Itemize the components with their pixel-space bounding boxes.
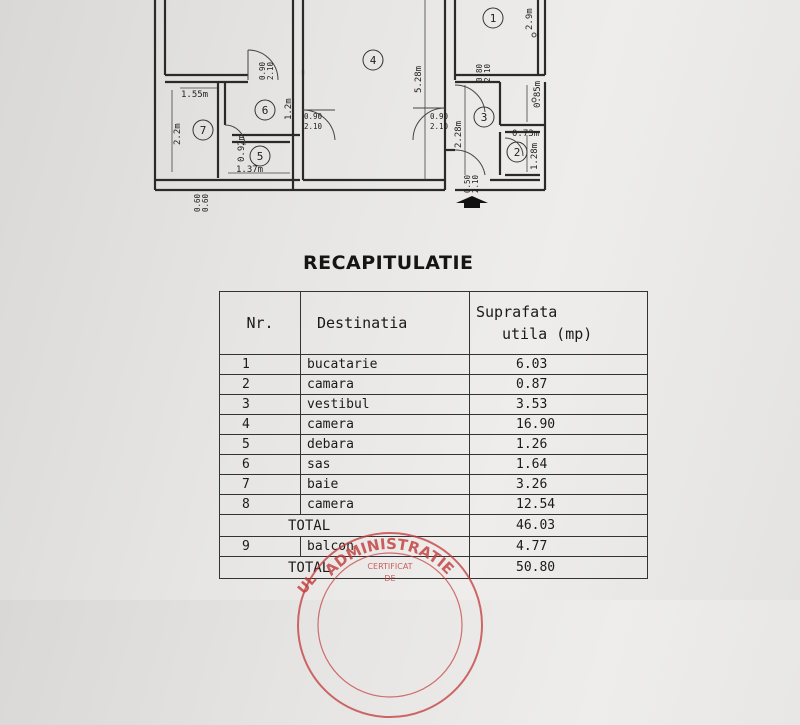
dim-2-28: 2.28m [454, 121, 464, 148]
cell-nr: 7 [219, 474, 301, 495]
cell-suprafata: 6.03 [469, 354, 648, 375]
summary-table: Nr. Destinatia Suprafata utila (mp) 1 bu… [219, 291, 648, 579]
room-circle-3 [473, 106, 495, 128]
room-circle-1 [482, 7, 504, 29]
total-label: TOTAL [219, 514, 470, 537]
grand-total-label: TOTAL [219, 556, 470, 579]
floor-plan-drawing: 1 4 6 7 5 3 2 2.9m 5.28m 1.55m 1.2m 2.2m… [153, 0, 547, 212]
cell-suprafata: 12.54 [469, 494, 648, 515]
table-row: 9 balcon 4.77 [219, 536, 648, 557]
dim-0-92: 0.92m [237, 135, 247, 162]
table-row: 5 debara 1.26 [219, 434, 648, 455]
table-row: 4 camera 16.90 [219, 414, 648, 435]
header-nr: Nr. [219, 291, 301, 355]
room-circle-6 [254, 99, 276, 121]
door-label-top: 0.90 [430, 112, 449, 121]
cell-nr: 9 [219, 536, 301, 557]
cell-suprafata: 0.87 [469, 374, 648, 395]
room-circle-7 [192, 119, 214, 141]
table-header-row: Nr. Destinatia Suprafata utila (mp) [219, 291, 648, 355]
door-label-top: 0.90 [304, 112, 323, 121]
cell-nr: 5 [219, 434, 301, 455]
dim-0-73: 0.73m [512, 129, 539, 139]
table-row: 3 vestibul 3.53 [219, 394, 648, 415]
cell-destinatia: bucatarie [300, 354, 470, 375]
dim-1-55: 1.55m [181, 90, 208, 100]
room-number-3: 3 [481, 111, 488, 124]
cell-nr: 2 [219, 374, 301, 395]
cell-destinatia: camera [300, 494, 470, 515]
cell-suprafata: 1.26 [469, 434, 648, 455]
entrance-arrow-icon [456, 196, 488, 208]
header-destinatia: Destinatia [300, 291, 470, 355]
room-number-2: 2 [514, 146, 521, 159]
dim-1-37: 1.37m [236, 165, 263, 175]
grand-total-row: TOTAL 50.80 [219, 556, 648, 579]
dim-0-85: 0.85m [533, 81, 543, 108]
room-number-1: 1 [490, 12, 497, 25]
dim-1-28: 1.28m [530, 143, 540, 170]
door-label-bottom: 2.10 [483, 63, 492, 82]
dim-2-2: 2.2m [173, 123, 183, 145]
total-value: 46.03 [469, 514, 648, 537]
table-row: 6 sas 1.64 [219, 454, 648, 475]
room-circle-5 [249, 145, 271, 167]
cell-suprafata: 16.90 [469, 414, 648, 435]
room-number-5: 5 [257, 150, 264, 163]
cell-nr: 1 [219, 354, 301, 375]
table-row: 7 baie 3.26 [219, 474, 648, 495]
door-label-bottom: 2.10 [266, 61, 275, 80]
header-suprafata-line1: Suprafata [476, 303, 558, 321]
table-row: 8 camera 12.54 [219, 494, 648, 515]
table-row: 1 bucatarie 6.03 [219, 354, 648, 375]
cell-nr: 6 [219, 454, 301, 475]
floor-plan: 1 4 6 7 5 3 2 2.9m 5.28m 1.55m 1.2m 2.2m… [0, 0, 800, 230]
cell-suprafata: 4.77 [469, 536, 648, 557]
room-circle-4 [362, 49, 384, 71]
window-label-top: 0.60 [193, 193, 202, 212]
total-row: TOTAL 46.03 [219, 514, 648, 537]
cell-destinatia: baie [300, 474, 470, 495]
door-label-top: 0.80 [475, 63, 484, 82]
cell-nr: 4 [219, 414, 301, 435]
dim-1-2: 1.2m [284, 98, 294, 120]
header-suprafata-line2: utila (mp) [502, 325, 593, 343]
cell-suprafata: 1.64 [469, 454, 648, 475]
door-label-bottom: 2.10 [430, 122, 449, 131]
cell-destinatia: camera [300, 414, 470, 435]
dim-2-9: 2.9m [525, 8, 535, 30]
door-label-bottom: 2.10 [471, 174, 480, 193]
cell-suprafata: 3.26 [469, 474, 648, 495]
window-label-bottom: 0.60 [201, 193, 210, 212]
room-number-6: 6 [262, 104, 269, 117]
room-number-7: 7 [200, 124, 207, 137]
door-label-bottom: 2.10 [304, 122, 323, 131]
cell-nr: 3 [219, 394, 301, 415]
room-number-4: 4 [370, 54, 377, 67]
cell-destinatia: vestibul [300, 394, 470, 415]
door-label-top: 0.90 [258, 61, 267, 80]
cell-destinatia: camara [300, 374, 470, 395]
door-label-top: 0.50 [463, 174, 472, 193]
cell-nr: 8 [219, 494, 301, 515]
cell-destinatia: debara [300, 434, 470, 455]
dim-5-28: 5.28m [414, 66, 424, 93]
table-row: 2 camara 0.87 [219, 374, 648, 395]
cell-destinatia: sas [300, 454, 470, 475]
cell-destinatia: balcon [300, 536, 470, 557]
grand-total-value: 50.80 [469, 556, 648, 579]
room-circle-2 [506, 141, 528, 163]
page-title: RECAPITULATIE [303, 252, 474, 274]
cell-suprafata: 3.53 [469, 394, 648, 415]
header-suprafata: Suprafata utila (mp) [469, 291, 648, 355]
